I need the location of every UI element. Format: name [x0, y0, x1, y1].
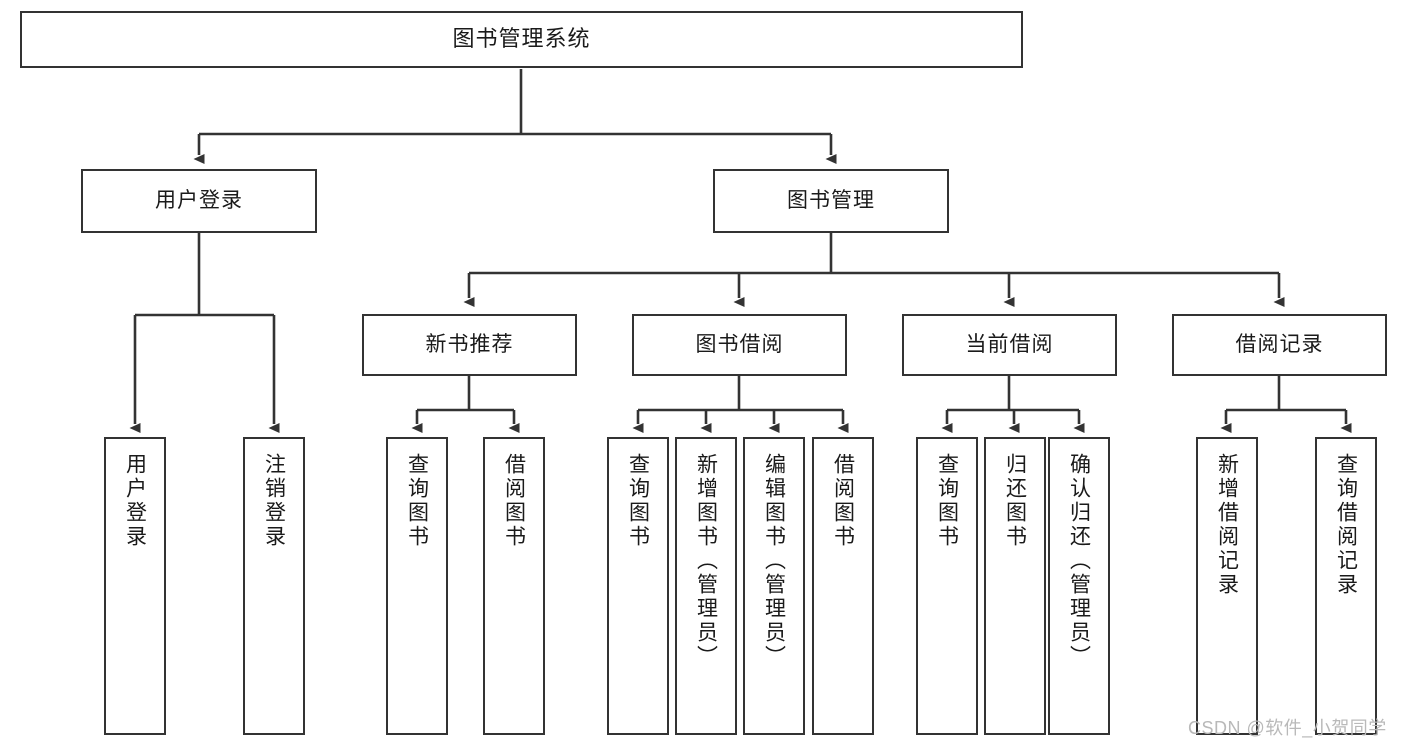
leaf-borrow-edit-book[interactable]: 编辑图书（管理员）: [743, 437, 805, 735]
leaf-borrow-add-book-label: 新增图书（管理员）: [694, 453, 718, 669]
leaf-record-add[interactable]: 新增借阅记录: [1196, 437, 1258, 735]
leaf-new-book-borrow[interactable]: 借阅图书: [483, 437, 545, 735]
leaf-new-book-query-label: 查询图书: [405, 453, 429, 549]
leaf-user-login-signout[interactable]: 注销登录: [243, 437, 305, 735]
leaf-user-login-signin[interactable]: 用户登录: [104, 437, 166, 735]
node-book-management-label: 图书管理: [787, 189, 875, 213]
node-new-book-recommend-label: 新书推荐: [425, 333, 514, 357]
leaf-current-query-book[interactable]: 查询图书: [916, 437, 978, 735]
leaf-borrow-add-book[interactable]: 新增图书（管理员）: [675, 437, 737, 735]
leaf-borrow-query-book[interactable]: 查询图书: [607, 437, 669, 735]
node-book-management[interactable]: 图书管理: [713, 169, 949, 233]
leaf-borrow-borrow-book-label: 借阅图书: [831, 453, 855, 549]
leaf-record-query[interactable]: 查询借阅记录: [1315, 437, 1377, 735]
leaf-current-return-book[interactable]: 归还图书: [984, 437, 1046, 735]
leaf-current-confirm-return[interactable]: 确认归还（管理员）: [1048, 437, 1110, 735]
leaf-new-book-query[interactable]: 查询图书: [386, 437, 448, 735]
leaf-record-add-label: 新增借阅记录: [1215, 453, 1239, 597]
node-user-login-label: 用户登录: [155, 189, 243, 213]
node-borrow-record[interactable]: 借阅记录: [1172, 314, 1387, 376]
node-user-login[interactable]: 用户登录: [81, 169, 317, 233]
node-current-borrow-label: 当前借阅: [965, 333, 1054, 357]
leaf-current-confirm-return-label: 确认归还（管理员）: [1067, 453, 1091, 669]
node-root-label: 图书管理系统: [452, 26, 591, 52]
leaf-new-book-borrow-label: 借阅图书: [502, 453, 526, 549]
leaf-borrow-borrow-book[interactable]: 借阅图书: [812, 437, 874, 735]
leaf-borrow-edit-book-label: 编辑图书（管理员）: [762, 453, 786, 669]
leaf-user-login-signin-label: 用户登录: [123, 453, 147, 549]
leaf-borrow-query-book-label: 查询图书: [626, 453, 650, 549]
node-root[interactable]: 图书管理系统: [20, 11, 1023, 68]
leaf-current-query-book-label: 查询图书: [935, 453, 959, 549]
leaf-user-login-signout-label: 注销登录: [262, 453, 286, 549]
node-book-borrow[interactable]: 图书借阅: [632, 314, 847, 376]
node-borrow-record-label: 借阅记录: [1235, 333, 1324, 357]
node-book-borrow-label: 图书借阅: [695, 333, 784, 357]
node-new-book-recommend[interactable]: 新书推荐: [362, 314, 577, 376]
node-current-borrow[interactable]: 当前借阅: [902, 314, 1117, 376]
leaf-current-return-book-label: 归还图书: [1003, 453, 1027, 549]
leaf-record-query-label: 查询借阅记录: [1334, 453, 1358, 597]
